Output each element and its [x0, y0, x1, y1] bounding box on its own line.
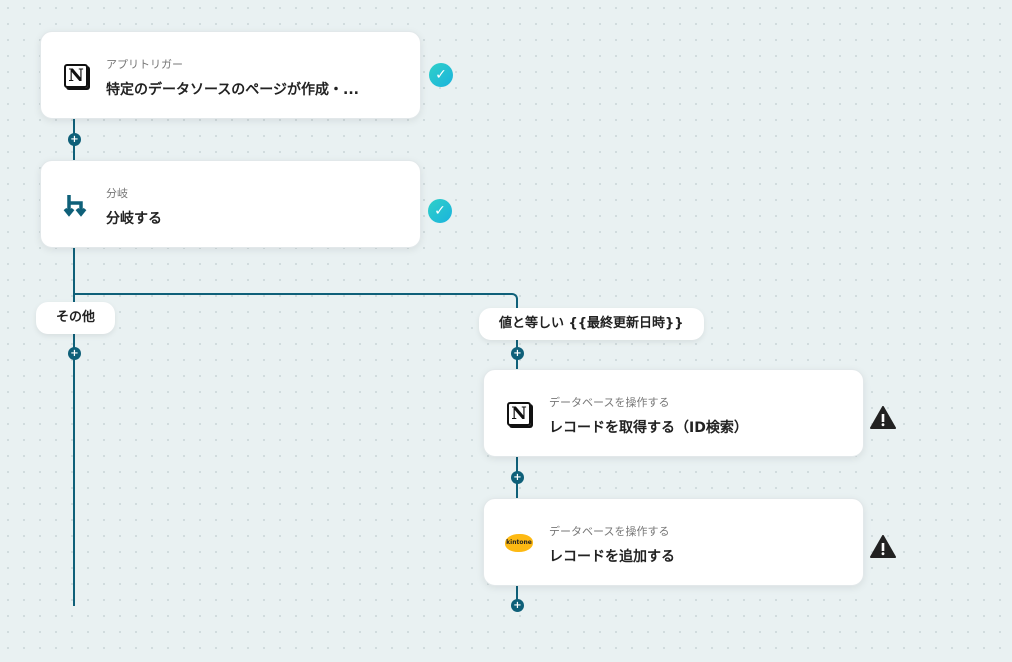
add-step-button[interactable]: +: [68, 347, 81, 360]
branch-card[interactable]: 分岐 分岐する: [40, 160, 421, 248]
flow-line: [73, 118, 75, 606]
step-type: データベースを操作する: [549, 396, 670, 409]
step-title: 特定のデータソースのページが作成・...: [106, 82, 359, 98]
warning-icon: [870, 535, 896, 558]
branch-label-other[interactable]: その他: [36, 302, 116, 334]
add-step-button[interactable]: +: [68, 133, 81, 146]
branch-line: [74, 293, 512, 295]
notion-icon: N: [504, 400, 534, 428]
warning-icon: [870, 406, 896, 429]
check-icon: ✓: [428, 199, 452, 223]
step-type: アプリトリガー: [106, 58, 183, 71]
kintone-icon: kintone: [504, 529, 534, 557]
notion-get-record-card[interactable]: N データベースを操作する レコードを取得する（ID検索）: [483, 369, 864, 457]
step-type: 分岐: [106, 187, 128, 200]
step-type: データベースを操作する: [549, 525, 670, 538]
step-title: レコードを追加する: [549, 549, 675, 565]
step-title: 分岐する: [106, 211, 162, 227]
notion-icon: N: [61, 62, 91, 90]
add-step-button[interactable]: +: [511, 347, 524, 360]
branch-icon: [61, 191, 91, 219]
check-icon: ✓: [429, 63, 453, 87]
branch-label-equals[interactable]: 値と等しい {{最終更新日時}}: [479, 308, 704, 340]
trigger-card[interactable]: N アプリトリガー 特定のデータソースのページが作成・...: [40, 31, 421, 119]
kintone-add-record-card[interactable]: kintone データベースを操作する レコードを追加する: [483, 498, 864, 586]
add-step-button[interactable]: +: [511, 599, 524, 612]
branch-corner: [508, 293, 518, 303]
step-title: レコードを取得する（ID検索）: [549, 420, 748, 436]
add-step-button[interactable]: +: [511, 471, 524, 484]
